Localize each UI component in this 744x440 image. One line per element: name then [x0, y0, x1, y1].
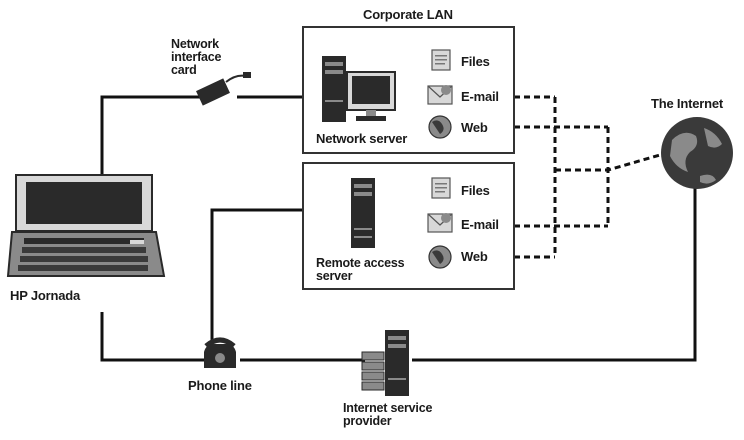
lan-web-label: Web — [461, 120, 488, 135]
hp-jornada-laptop-icon — [6, 174, 166, 277]
laptop-to-phone-line — [100, 312, 205, 362]
internet-service-provider-label: Internet service provider — [343, 401, 433, 428]
remote-access-server-label: Remote access server — [316, 256, 405, 283]
lan-web-icon — [428, 115, 452, 139]
remote-access-server-icon — [351, 178, 375, 248]
network-interface-card-label: Network interface card — [171, 37, 222, 77]
dashed-to-globe — [555, 153, 661, 172]
ras-web-icon — [428, 245, 452, 269]
isp-server-icon — [361, 330, 409, 396]
phone-line-label: Phone line — [188, 378, 252, 393]
remote-access-box — [302, 162, 515, 290]
network-interface-card-icon — [196, 72, 251, 106]
network-server-label: Network server — [316, 131, 408, 146]
internet-dashed-lines — [514, 95, 661, 259]
ras-email-label: E-mail — [461, 217, 499, 232]
lan-files-label: Files — [461, 54, 490, 69]
ras-files-icon — [431, 177, 451, 199]
network-server-icon — [322, 56, 396, 122]
isp-to-internet-line — [412, 185, 697, 362]
lan-email-label: E-mail — [461, 89, 499, 104]
laptop-to-nic-line — [100, 95, 205, 175]
phone-icon — [204, 337, 236, 368]
ras-email-icon — [427, 213, 453, 233]
ras-files-label: Files — [461, 183, 490, 198]
corporate-lan-label: Corporate LAN — [363, 7, 453, 22]
hp-jornada-label: HP Jornada — [10, 288, 81, 303]
lan-email-icon — [427, 85, 453, 105]
phone-to-remote-line — [210, 208, 303, 340]
internet-globe-icon — [661, 117, 733, 189]
lan-files-icon — [431, 49, 451, 71]
the-internet-label: The Internet — [651, 96, 723, 111]
ras-web-label: Web — [461, 249, 488, 264]
connection-lines — [100, 95, 697, 362]
